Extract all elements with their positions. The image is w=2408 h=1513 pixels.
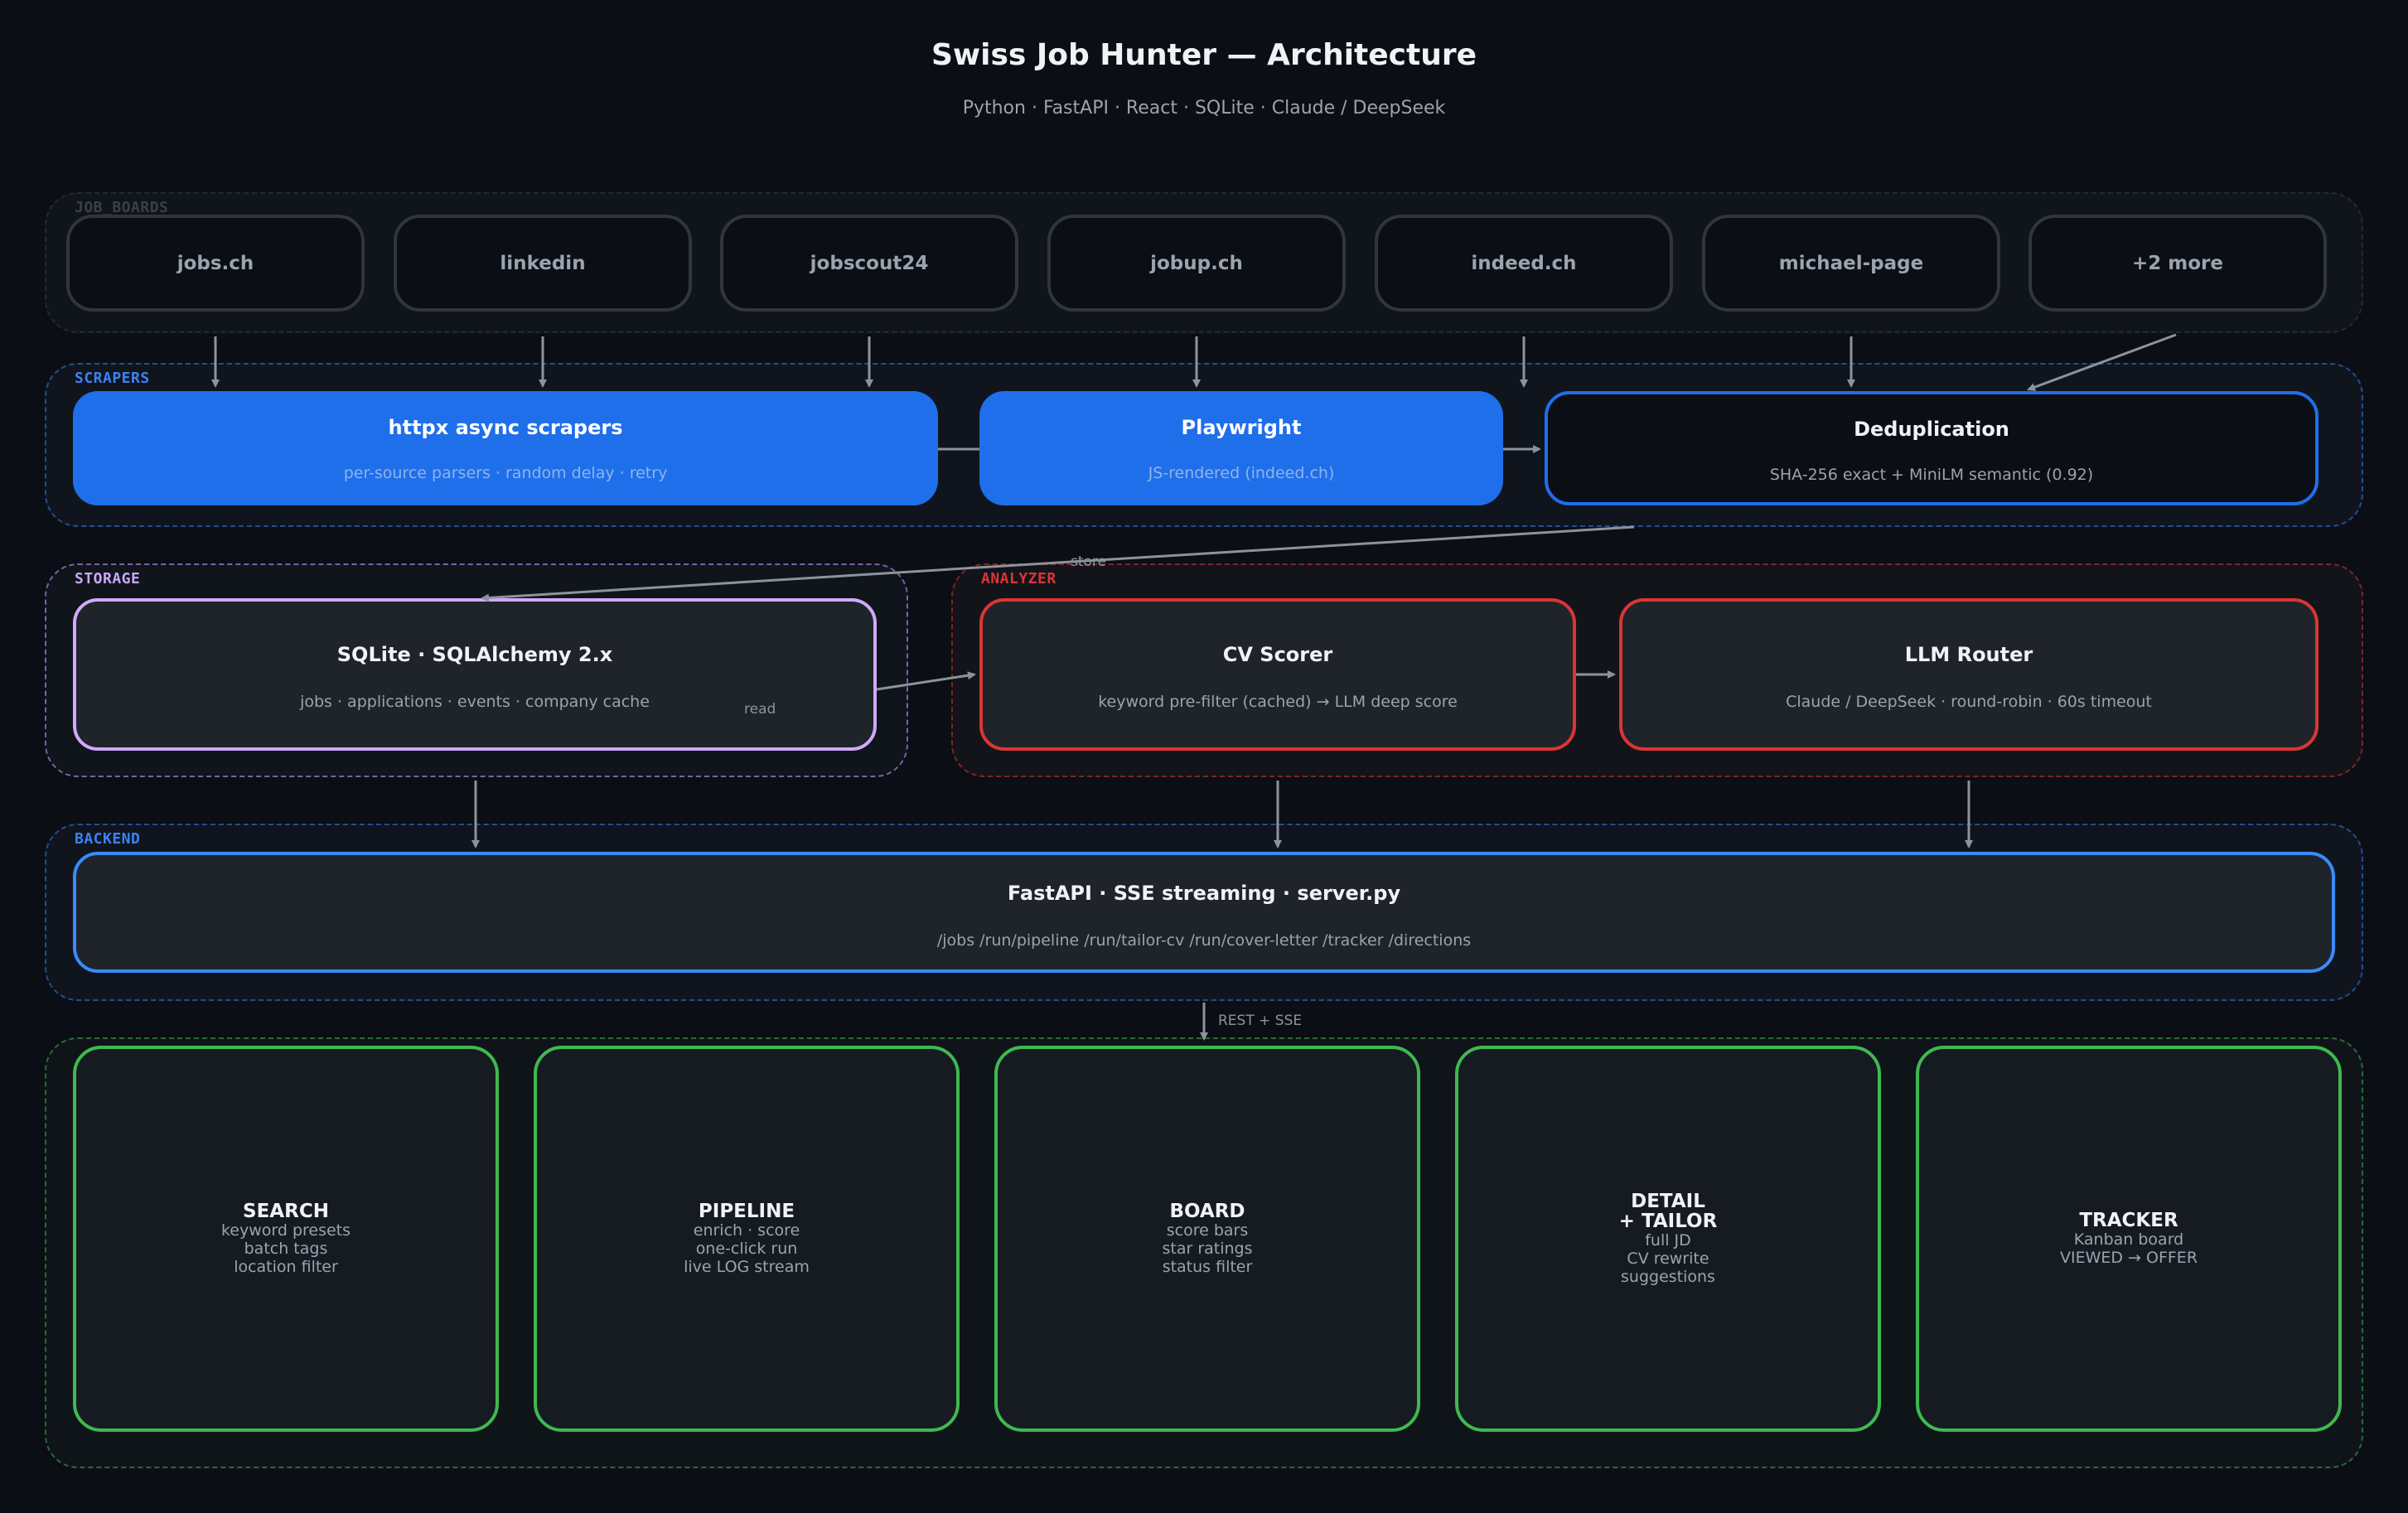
deduplication-subtitle: SHA-256 exact + MiniLM semantic (0.92): [1769, 466, 2094, 484]
frontend-card-title: DETAIL + TAILOR: [1618, 1191, 1718, 1232]
job-board-more: +2 more: [2028, 215, 2327, 312]
llm-router-node: LLM Router Claude / DeepSeek · round-rob…: [1619, 598, 2319, 751]
sqlite-subtitle: jobs · applications · events · company c…: [300, 693, 650, 711]
fastapi-node: FastAPI · SSE streaming · server.py /job…: [73, 852, 2335, 973]
frontend-card-line: status filter: [1162, 1258, 1253, 1276]
job-board-michael-page: michael-page: [1702, 215, 2000, 312]
job-board-jobs-ch: jobs.ch: [66, 215, 365, 312]
frontend-card-line: live LOG stream: [684, 1258, 810, 1276]
httpx-scrapers-node: httpx async scrapers per-source parsers …: [73, 391, 938, 505]
cv-scorer-title: CV Scorer: [1222, 643, 1333, 666]
frontend-card-line: suggestions: [1621, 1268, 1715, 1286]
job-board-indeed-ch: indeed.ch: [1375, 215, 1673, 312]
deduplication-node: Deduplication SHA-256 exact + MiniLM sem…: [1545, 391, 2319, 505]
job-board-jobscout24: jobscout24: [720, 215, 1018, 312]
edge-more-dedup: [2027, 333, 2177, 391]
frontend-card-line: location filter: [234, 1258, 338, 1276]
job-board-label: jobs.ch: [176, 252, 254, 274]
frontend-card-line: score bars: [1166, 1221, 1249, 1240]
group-label-storage: STORAGE: [75, 570, 141, 587]
frontend-card-detail-tailor: DETAIL + TAILOR full JD CV rewrite sugge…: [1455, 1046, 1881, 1432]
playwright-subtitle: JS-rendered (indeed.ch): [1148, 464, 1335, 482]
group-label-analyzer: ANALYZER: [981, 570, 1057, 587]
httpx-scrapers-subtitle: per-source parsers · random delay · retr…: [343, 464, 668, 482]
frontend-card-title: BOARD: [1169, 1201, 1245, 1222]
frontend-card-line: batch tags: [244, 1240, 328, 1258]
group-label-job-boards: JOB_BOARDS: [75, 199, 169, 216]
job-board-label: jobup.ch: [1150, 252, 1243, 274]
job-board-linkedin: linkedin: [394, 215, 692, 312]
frontend-card-title: PIPELINE: [698, 1201, 795, 1222]
frontend-card-search: SEARCH keyword presets batch tags locati…: [73, 1046, 499, 1432]
cv-scorer-subtitle: keyword pre-filter (cached) → LLM deep s…: [1098, 693, 1458, 711]
llm-router-title: LLM Router: [1904, 643, 2033, 666]
job-board-label: michael-page: [1778, 252, 1924, 274]
edge-dedup-storage: [481, 525, 1635, 602]
frontend-card-title: SEARCH: [243, 1201, 329, 1222]
job-board-label: jobscout24: [810, 252, 929, 274]
edge-storage-cv-scorer: [876, 671, 976, 691]
job-board-label: +2 more: [2132, 252, 2223, 274]
fastapi-title: FastAPI · SSE streaming · server.py: [1007, 882, 1401, 905]
sqlite-node: SQLite · SQLAlchemy 2.x jobs · applicati…: [73, 598, 877, 751]
frontend-card-line: one-click run: [695, 1240, 798, 1258]
cv-scorer-node: CV Scorer keyword pre-filter (cached) → …: [979, 598, 1576, 751]
job-board-label: linkedin: [500, 252, 586, 274]
frontend-card-line: CV rewrite: [1627, 1250, 1709, 1268]
edge-label-read: read: [744, 701, 776, 718]
llm-router-subtitle: Claude / DeepSeek · round-robin · 60s ti…: [1786, 693, 2152, 711]
edge-label-rest-sse: REST + SSE: [1218, 1013, 1303, 1029]
frontend-card-board: BOARD score bars star ratings status fil…: [994, 1046, 1420, 1432]
frontend-card-title: TRACKER: [2079, 1210, 2178, 1231]
job-board-jobup-ch: jobup.ch: [1047, 215, 1346, 312]
frontend-card-line: Kanban board: [2073, 1230, 2184, 1249]
frontend-card-pipeline: PIPELINE enrich · score one-click run li…: [534, 1046, 960, 1432]
deduplication-title: Deduplication: [1854, 418, 2009, 441]
playwright-title: Playwright: [1181, 416, 1302, 439]
frontend-card-tracker: TRACKER Kanban board VIEWED → OFFER: [1916, 1046, 2342, 1432]
frontend-card-line: star ratings: [1162, 1240, 1253, 1258]
playwright-node: Playwright JS-rendered (indeed.ch): [979, 391, 1503, 505]
frontend-card-line: enrich · score: [693, 1221, 800, 1240]
httpx-scrapers-title: httpx async scrapers: [388, 416, 623, 439]
diagram-subtitle: Python · FastAPI · React · SQLite · Clau…: [962, 98, 1446, 118]
fastapi-routes: /jobs /run/pipeline /run/tailor-cv /run/…: [936, 931, 1472, 950]
group-label-scrapers: SCRAPERS: [75, 370, 150, 387]
frontend-card-line: full JD: [1645, 1231, 1691, 1250]
group-label-backend: BACKEND: [75, 830, 141, 848]
frontend-card-line: VIEWED → OFFER: [2059, 1249, 2198, 1267]
diagram-title: Swiss Job Hunter — Architecture: [931, 38, 1477, 72]
job-board-label: indeed.ch: [1471, 252, 1577, 274]
edge-label-store: store: [1071, 553, 1106, 570]
frontend-card-line: keyword presets: [220, 1221, 351, 1240]
sqlite-title: SQLite · SQLAlchemy 2.x: [336, 643, 613, 666]
